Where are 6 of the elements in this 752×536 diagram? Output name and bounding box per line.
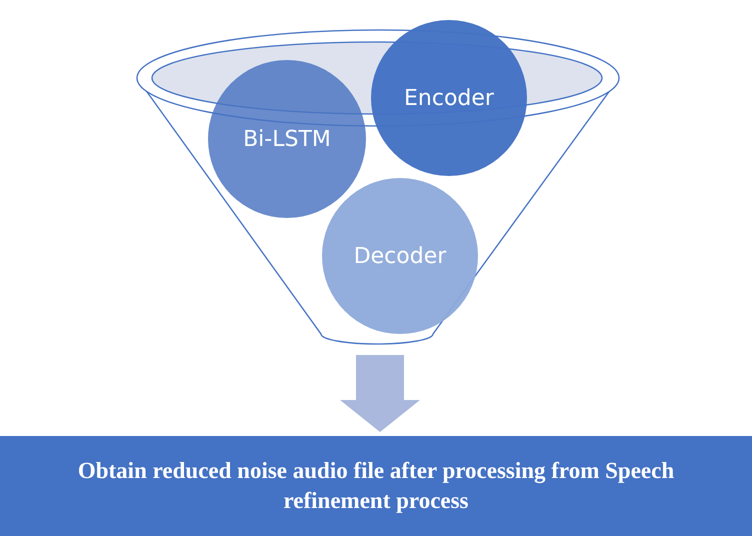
result-text: Obtain reduced noise audio file after processing from Speech refinement process (76, 457, 676, 515)
circle-label: Decoder (354, 244, 446, 268)
circle-label: Bi-LSTM (243, 126, 331, 152)
circle-label: Encoder (404, 86, 494, 110)
result-banner (0, 436, 752, 536)
block-arrow (340, 355, 420, 432)
